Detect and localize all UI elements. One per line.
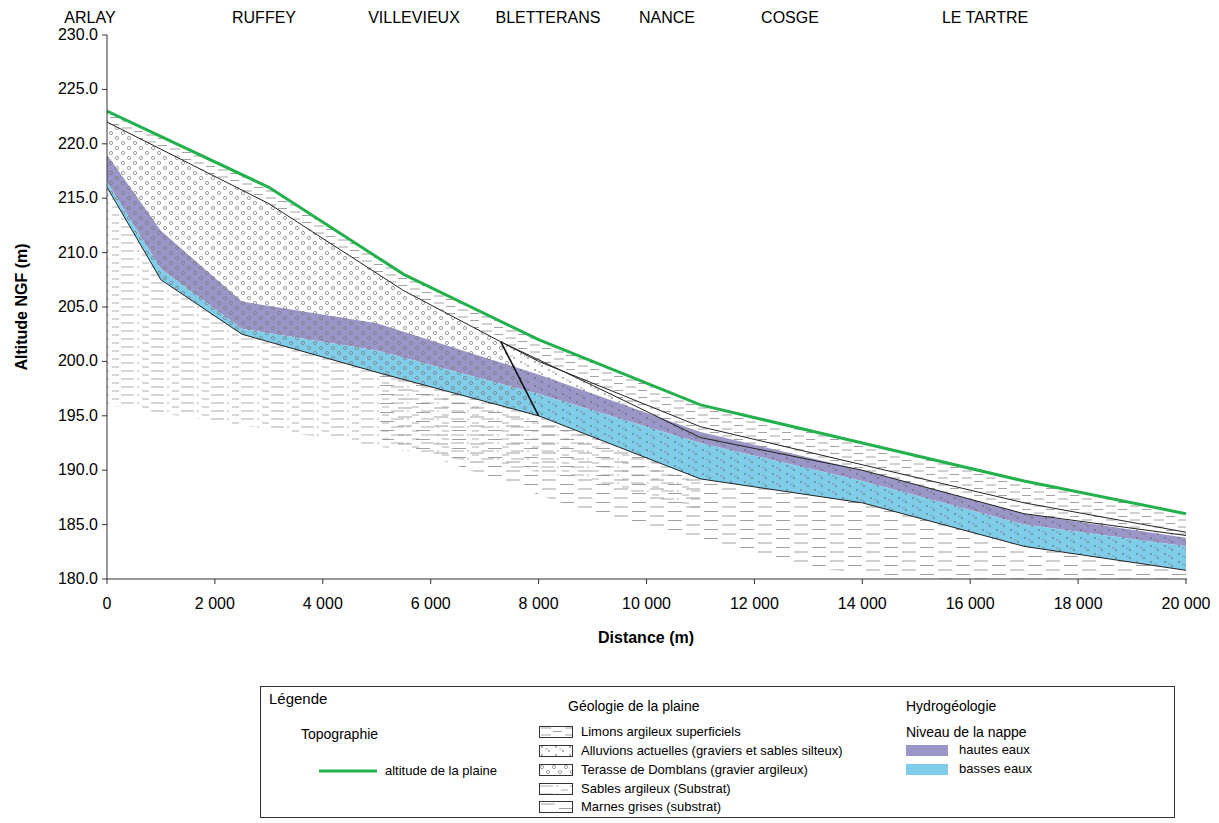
tick-mark (102, 579, 107, 580)
town-name: COSGE (761, 9, 819, 27)
legend-title: Légende (269, 691, 327, 708)
legend-pattern-swatch (540, 802, 573, 813)
tick-mark (322, 579, 323, 584)
tick-mark (102, 361, 107, 362)
legend-line-sample (319, 770, 377, 773)
tick-mark (430, 579, 431, 584)
layer-boundary (107, 122, 1186, 532)
tick-mark (862, 579, 863, 584)
tick-mark (102, 35, 107, 36)
town-name: LE TARTRE (942, 9, 1028, 27)
legend-label: altitude de la plaine (385, 764, 497, 778)
legend-swatch (906, 745, 948, 756)
tick-mark (1078, 579, 1079, 584)
tick-mark (102, 198, 107, 199)
town-name: VILLEVIEUX (368, 9, 460, 27)
tick-mark (538, 579, 539, 584)
legend-heading: Géologie de la plaine (568, 699, 700, 714)
legend-label: Terasse de Domblans (gravier argileux) (581, 763, 808, 777)
fault-line (501, 342, 539, 416)
legend-pattern-swatch (539, 726, 573, 738)
tick-label: 225.0 (58, 81, 98, 99)
legend-pattern-swatch (539, 745, 573, 757)
legend-label: Alluvions actuelles (graviers et sables … (581, 744, 843, 758)
legend-pattern-swatch (540, 765, 573, 776)
tick-label: 12 000 (730, 595, 779, 613)
tick-mark (107, 579, 108, 584)
legend-heading: Niveau de la nappe (906, 725, 1027, 740)
tick-label: 205.0 (58, 298, 98, 316)
legend-pattern-swatch (540, 784, 573, 795)
terrace-layer (107, 122, 539, 416)
tick-label: 185.0 (58, 516, 98, 534)
alluvions-layer (501, 342, 1186, 570)
tick-label: 0 (103, 595, 112, 613)
tick-mark (102, 415, 107, 416)
tick-mark (214, 579, 215, 584)
tick-mark (102, 470, 107, 471)
legend-pattern-swatch (539, 783, 573, 795)
legend-swatch (906, 745, 948, 756)
tick-label: 16 000 (946, 595, 995, 613)
legend-box: LégendeTopographie Géologie de la plaine H… (260, 686, 1175, 818)
axis-title: Altitude NGF (m) (13, 243, 31, 370)
legend-swatch (906, 764, 948, 775)
town-name: BLETTERANS (496, 9, 601, 27)
tick-label: 230.0 (58, 26, 98, 44)
legend-label: Limons argileux superficiels (581, 725, 741, 739)
axis-title: Distance (m) (598, 629, 694, 647)
tick-label: 6 000 (411, 595, 451, 613)
town-name: NANCE (639, 9, 695, 27)
legend-pattern-swatch (539, 764, 573, 776)
tick-label: 2 000 (195, 595, 235, 613)
legend-pattern-swatch (540, 727, 573, 738)
tick-label: 18 000 (1054, 595, 1103, 613)
tick-mark (646, 579, 647, 584)
tick-label: 195.0 (58, 407, 98, 425)
tick-mark (102, 307, 107, 308)
tick-mark (1186, 579, 1187, 584)
legend-pattern-swatch (539, 801, 573, 813)
tick-label: 4 000 (303, 595, 343, 613)
legend-pattern-swatch (540, 746, 573, 757)
legend-heading: Hydrogéologie (906, 699, 996, 714)
tick-mark (102, 252, 107, 253)
tick-label: 215.0 (58, 189, 98, 207)
tick-label: 180.0 (58, 570, 98, 588)
tick-label: 10 000 (622, 595, 671, 613)
tick-label: 200.0 (58, 353, 98, 371)
legend-label: basses eaux (959, 762, 1032, 776)
legend-label: Marnes grises (substrat) (581, 800, 721, 814)
town-name: RUFFEY (232, 9, 296, 27)
tick-mark (102, 524, 107, 525)
legend-label: hautes eaux (959, 743, 1030, 757)
legend-line-sample (319, 767, 377, 775)
axis-frame (107, 35, 1187, 579)
tick-mark (102, 89, 107, 90)
tick-label: 8 000 (519, 595, 559, 613)
town-name: ARLAY (64, 9, 115, 27)
legend-heading: Topographie (301, 727, 378, 742)
tick-label: 190.0 (58, 461, 98, 479)
legend-label: Sables argileux (Substrat) (581, 782, 731, 796)
tick-mark (754, 579, 755, 584)
tick-label: 210.0 (58, 244, 98, 262)
limons-layer (107, 111, 1186, 532)
tick-mark (970, 579, 971, 584)
legend-swatch (906, 764, 948, 775)
substrate-top (107, 187, 1186, 570)
tick-label: 20 000 (1162, 595, 1211, 613)
ground-line (107, 111, 1186, 514)
tick-mark (102, 143, 107, 144)
tick-label: 220.0 (58, 135, 98, 153)
tick-label: 14 000 (838, 595, 887, 613)
